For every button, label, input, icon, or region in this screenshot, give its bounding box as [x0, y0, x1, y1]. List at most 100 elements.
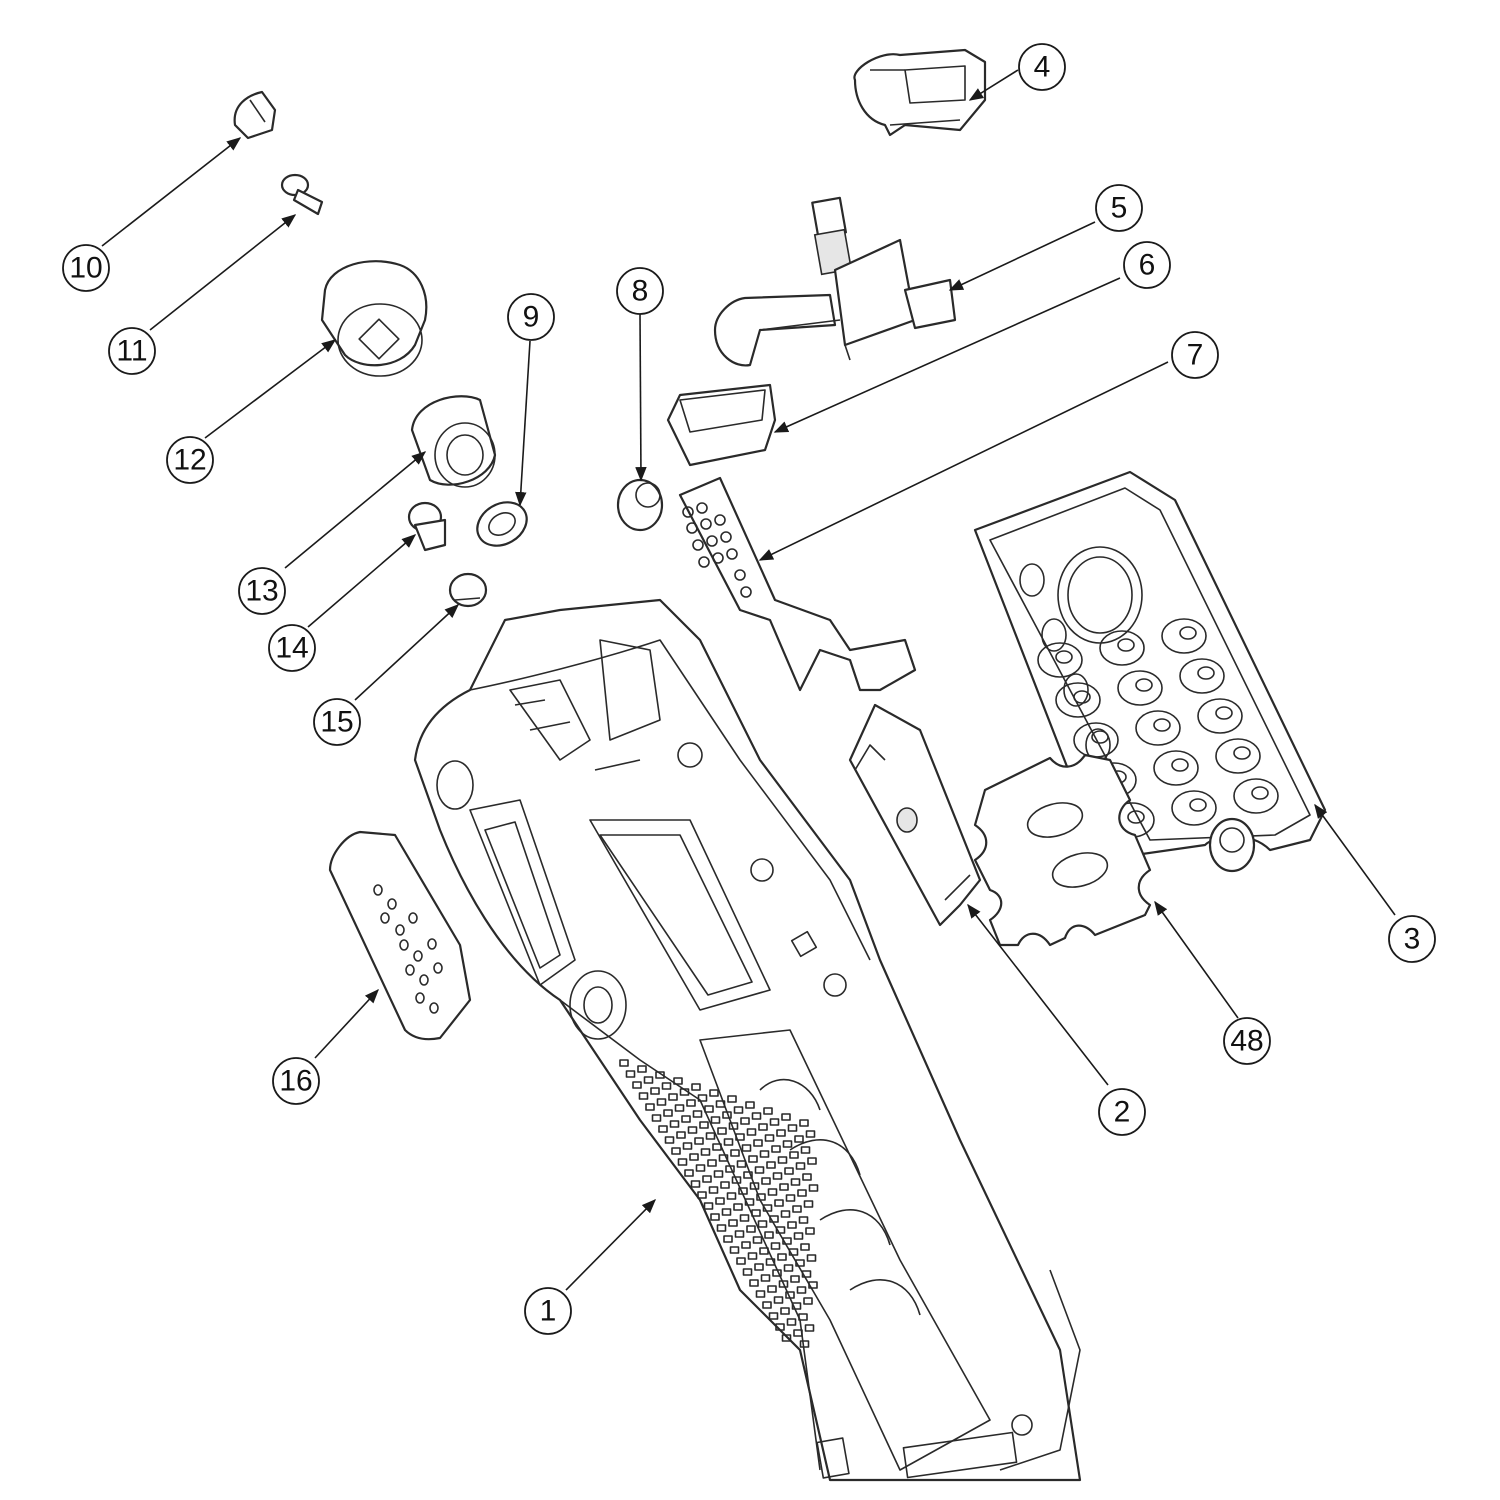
grille-hole: [782, 1140, 793, 1148]
grille-hole: [656, 1098, 667, 1106]
grille-hole: [800, 1243, 810, 1251]
part-8-button-cap: [616, 478, 664, 532]
grille-hole: [754, 1263, 764, 1271]
keypad-key: [1037, 642, 1083, 678]
grille-hole: [722, 1111, 732, 1119]
grille-hole: [713, 1170, 724, 1178]
grille-hole: [772, 1269, 782, 1277]
grille-hole: [790, 1178, 801, 1186]
mesh-hole: [387, 898, 397, 910]
part-11-pin: [280, 173, 324, 216]
callout-2: 2: [1098, 1088, 1146, 1136]
grille-hole: [781, 1334, 792, 1342]
grille-hole: [793, 1329, 803, 1337]
grille-hole: [791, 1302, 802, 1310]
part-6-seal-block: [666, 383, 777, 467]
grille-hole: [801, 1270, 812, 1278]
leader-14: [307, 534, 417, 628]
svg-text:15: 15: [320, 706, 353, 739]
grille-hole: [736, 1257, 746, 1265]
grille-hole: [757, 1220, 768, 1228]
grille-hole: [777, 1156, 788, 1164]
grille-hole: [731, 1176, 742, 1184]
grille-hole: [686, 1099, 696, 1107]
grille-hole: [758, 1123, 768, 1131]
svg-text:13: 13: [245, 575, 278, 608]
grille-hole: [699, 1121, 709, 1129]
flex-hole: [698, 556, 710, 568]
grille-hole: [775, 1323, 785, 1331]
grille-hole: [777, 1253, 787, 1261]
grille-hole: [715, 1100, 726, 1108]
callout-4: 4: [1018, 43, 1066, 91]
callout-13: 13: [238, 567, 286, 615]
grille-hole: [755, 1290, 766, 1298]
flex-hole: [740, 586, 752, 598]
leader-5: [948, 221, 1096, 291]
grille-hole: [797, 1189, 807, 1197]
grille-hole: [765, 1258, 776, 1266]
flex-hole: [682, 506, 694, 518]
grille-hole: [728, 1219, 738, 1227]
grille-hole: [780, 1210, 791, 1218]
grille-hole: [730, 1149, 740, 1157]
callout-12: 12: [166, 436, 214, 484]
keypad-key-center: [1153, 718, 1171, 732]
callout-8: 8: [616, 267, 664, 315]
grille-hole: [715, 1197, 725, 1205]
grille-hole: [790, 1275, 800, 1283]
grille-hole: [780, 1307, 790, 1315]
callout-6: 6: [1123, 241, 1171, 289]
grille-hole: [784, 1167, 794, 1175]
svg-text:16: 16: [279, 1065, 312, 1098]
keypad-keys: [1019, 563, 1279, 838]
grille-hole: [800, 1146, 811, 1154]
grille-hole: [773, 1296, 784, 1304]
grille-hole: [692, 1110, 703, 1118]
grille-hole: [700, 1148, 711, 1156]
leader-16: [314, 988, 379, 1059]
callout-10: 10: [62, 244, 110, 292]
grille-hole: [751, 1209, 761, 1217]
svg-text:8: 8: [632, 275, 649, 308]
grille-hole: [802, 1173, 812, 1181]
svg-text:2: 2: [1114, 1096, 1131, 1129]
grille-hole: [729, 1246, 740, 1254]
mesh-hole: [413, 950, 423, 962]
part-16-speaker-mesh: [328, 830, 472, 1041]
grille-hole: [764, 1231, 774, 1239]
grille-hole: [632, 1081, 642, 1089]
grille-hole: [805, 1227, 815, 1235]
grille-hole: [650, 1087, 660, 1095]
grille-hole: [782, 1237, 792, 1245]
grille-hole: [745, 1101, 755, 1109]
keypad-key-center: [1251, 786, 1269, 800]
keypad-key-center: [1197, 666, 1215, 680]
flex-hole: [696, 502, 708, 514]
callout-15: 15: [313, 698, 361, 746]
grille-hole: [742, 1268, 753, 1276]
callout-9: 9: [507, 293, 555, 341]
callout-7: 7: [1171, 331, 1219, 379]
keypad-key-center: [1179, 626, 1197, 640]
grille-hole: [716, 1224, 727, 1232]
grille-hole: [763, 1107, 773, 1115]
keypad-key-center: [1135, 678, 1153, 692]
grille-hole: [774, 1199, 784, 1207]
grille-hole: [787, 1124, 798, 1132]
grille-hole: [691, 1083, 701, 1091]
leader-4: [968, 69, 1019, 101]
grille-hole: [735, 1133, 745, 1141]
leader-8: [635, 313, 647, 482]
grille-hole: [690, 1180, 701, 1188]
grille-hole: [655, 1071, 665, 1079]
part-10-clip: [233, 90, 277, 140]
flex-bracket-holes: [682, 502, 752, 598]
mesh-hole: [427, 938, 437, 950]
svg-text:14: 14: [275, 632, 308, 665]
svg-text:6: 6: [1139, 249, 1156, 282]
leader-13: [284, 451, 427, 569]
grille-hole: [798, 1313, 808, 1321]
grille-hole: [760, 1274, 771, 1282]
callout-14: 14: [268, 624, 316, 672]
